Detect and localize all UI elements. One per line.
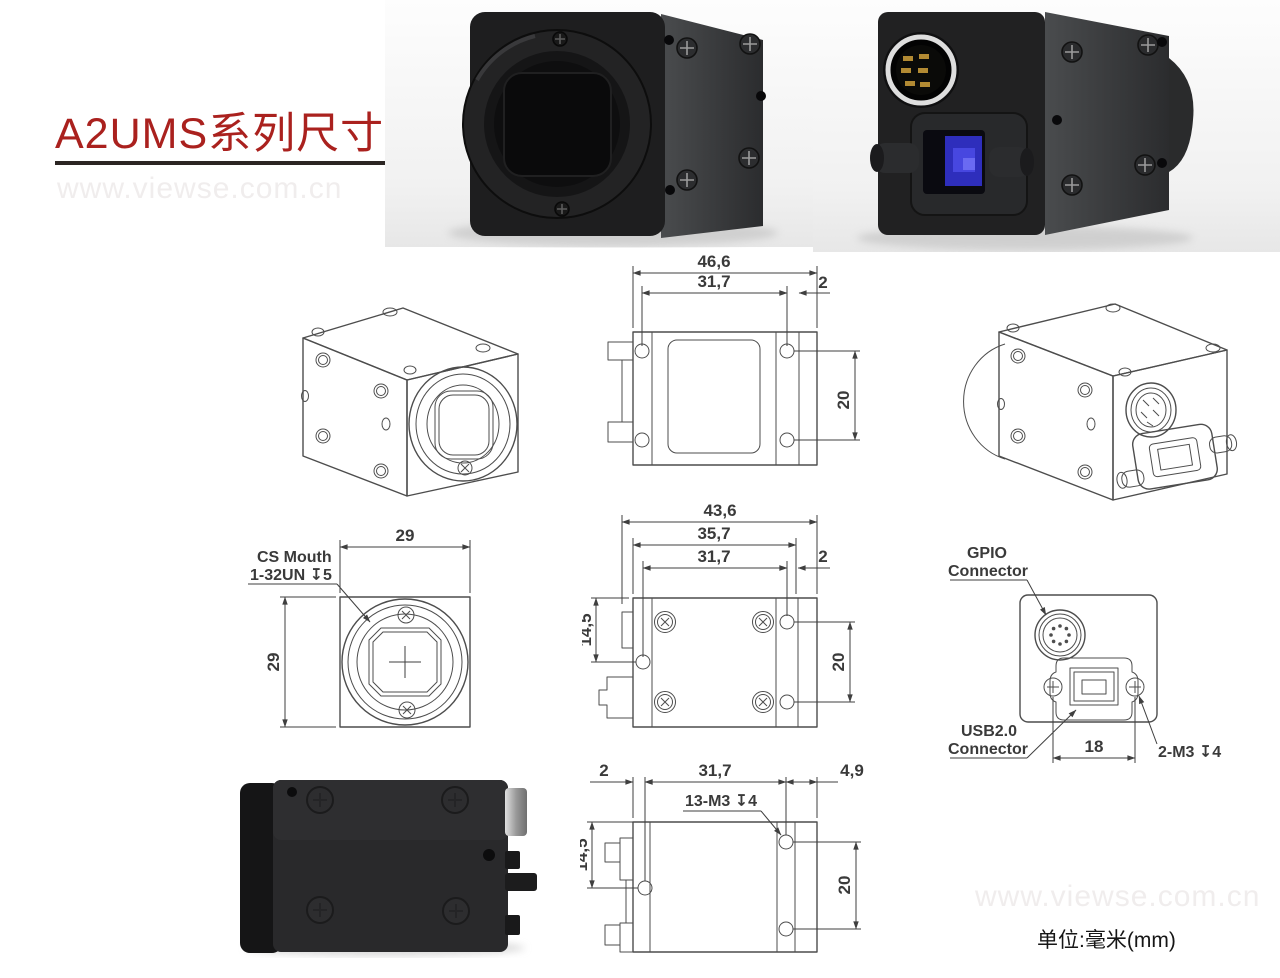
mount-label-line1: CS Mouth (257, 549, 332, 566)
drawing-side-view: 43,6 35,7 31,7 2 14,5 20 (582, 500, 888, 740)
side-view-dimensions: 43,6 35,7 31,7 2 14,5 20 (582, 501, 855, 703)
front-screws (552, 31, 570, 217)
side-screws (1052, 34, 1167, 196)
usb-leader (1026, 709, 1077, 759)
thread-note: 13-M3 ↧4 (685, 793, 757, 810)
dim-edge-offset: 2 (599, 761, 608, 780)
sensor-window (503, 72, 612, 177)
usb-label-line2: Connector (948, 741, 1028, 758)
screw-leader (1138, 695, 1158, 745)
iso-gpio (1125, 382, 1177, 438)
mount-label-line2: 1-32UN ↧5 (250, 567, 332, 584)
gpio-leader (1026, 579, 1047, 616)
side-screws (664, 33, 766, 195)
dim-vertical-spacing: 20 (835, 876, 854, 895)
back-view-outline (1019, 594, 1158, 723)
dim-overall-width: 46,6 (697, 252, 730, 271)
dim-overall: 43,6 (703, 501, 736, 520)
gpio-label-line2: Connector (948, 563, 1028, 580)
dim-screw-spacing: 18 (1085, 737, 1104, 756)
bottom-view-outline (604, 821, 818, 953)
usb-label-line1: USB2.0 (961, 723, 1017, 740)
connector-stubs (505, 788, 537, 935)
screw-caps (306, 786, 470, 925)
thread-leader (760, 810, 782, 836)
drawing-bottom-view: 2 31,7 4,9 13-M3 ↧4 14,5 20 (580, 755, 890, 965)
photo-front-view (385, 0, 813, 248)
camera-front-photo (462, 12, 766, 238)
mount-leader (336, 583, 371, 623)
dim-right-offset: 4,9 (840, 761, 864, 780)
dim-body-width: 35,7 (697, 524, 730, 543)
usb-connector-drawing (1043, 657, 1145, 721)
watermark-top: www.viewse.com.cn (57, 172, 343, 205)
mount-screws (654, 611, 774, 713)
dim-vertical-spacing: 20 (829, 653, 848, 672)
dim-edge-offset: 2 (818, 273, 827, 292)
drawing-iso-back (963, 294, 1240, 520)
watermark-bottom: www.viewse.com.cn (975, 880, 1261, 913)
usb-connector (870, 112, 1034, 216)
iso-screws (997, 303, 1221, 480)
gpio-connector-drawing (1034, 609, 1086, 661)
camera-back-photo (870, 12, 1194, 235)
front-view-dimensions: 29 29 CS Mouth 1-32UN ↧5 (248, 526, 471, 728)
dim-hole-spacing: 31,7 (698, 761, 731, 780)
drawing-front-view: 29 29 CS Mouth 1-32UN ↧5 (240, 520, 560, 760)
dim-hole-offset: 14,5 (580, 838, 591, 871)
iso-screws (301, 307, 491, 479)
drawing-back-view: GPIO Connector USB2.0 Connector 18 2-M3 … (930, 530, 1280, 770)
unit-note: 单位:毫米(mm) (1037, 929, 1176, 952)
camera-side-photo (240, 780, 537, 953)
page-title: A2UMS系列尺寸图 (55, 110, 429, 158)
top-view-dimensions: 46,6 31,7 2 20 (632, 252, 860, 441)
dim-edge-offset: 2 (818, 547, 827, 566)
dim-hole-offset: 14,5 (582, 613, 595, 646)
top-view-outline (607, 331, 818, 466)
gpio-connector (883, 32, 959, 108)
photo-side-view (235, 758, 540, 958)
dim-width: 29 (396, 526, 415, 545)
front-view-outline (339, 596, 471, 728)
dim-hole-spacing: 31,7 (697, 547, 730, 566)
iso-usb (1116, 423, 1238, 490)
dim-height: 29 (264, 653, 283, 672)
bottom-view-dimensions: 2 31,7 4,9 13-M3 ↧4 14,5 20 (580, 761, 864, 930)
photo-back-view (813, 0, 1280, 252)
gpio-label-line1: GPIO (967, 545, 1007, 562)
dim-hole-spacing: 31,7 (697, 272, 730, 291)
back-view-annotations: GPIO Connector USB2.0 Connector 18 2-M3 … (948, 545, 1221, 763)
dim-vertical-spacing: 20 (834, 391, 853, 410)
drawing-iso-front (283, 296, 540, 518)
screw-note: 2-M3 ↧4 (1158, 744, 1221, 761)
title-underline (55, 161, 447, 165)
iso-back-wireframe (963, 303, 1238, 501)
iso-front-wireframe (301, 307, 519, 497)
drawing-top-view: 46,6 31,7 2 20 (590, 250, 890, 480)
